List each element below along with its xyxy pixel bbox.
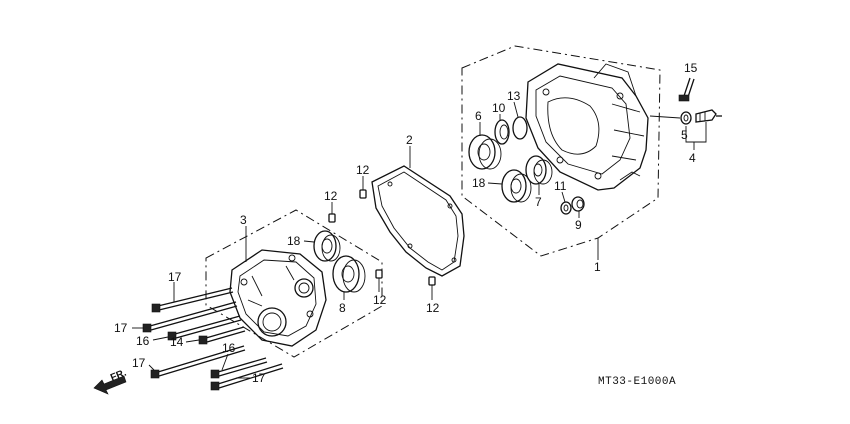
callout-2: 2 bbox=[406, 133, 413, 147]
callout-12-cover: 12 bbox=[324, 189, 338, 203]
callout-1: 1 bbox=[594, 260, 601, 274]
bearing-18-upper bbox=[501, 169, 532, 203]
dowel-pin-upper bbox=[359, 189, 367, 199]
callout-8: 8 bbox=[339, 301, 346, 315]
callout-5: 5 bbox=[681, 128, 688, 142]
bolt-17-bottom bbox=[210, 363, 284, 391]
leader-18b bbox=[303, 240, 315, 243]
switch-4 bbox=[695, 109, 722, 123]
bearing-7 bbox=[525, 155, 553, 185]
leader-17c bbox=[148, 364, 155, 371]
bearing-6 bbox=[468, 134, 502, 170]
circlip-13 bbox=[512, 116, 528, 140]
callout-11: 11 bbox=[554, 179, 567, 193]
callout-10: 10 bbox=[492, 101, 506, 115]
bolt-17-top bbox=[151, 287, 234, 313]
leader-11 bbox=[561, 191, 566, 203]
drawing-code: MT33-E1000A bbox=[598, 376, 676, 388]
callout-4: 4 bbox=[689, 151, 696, 165]
bolt-16-left bbox=[167, 315, 242, 341]
transmission-cover bbox=[229, 249, 327, 347]
callout-13: 13 bbox=[507, 89, 521, 103]
callout-14: 14 bbox=[170, 335, 184, 349]
bolt-15 bbox=[678, 77, 695, 102]
callout-12-mid: 12 bbox=[373, 293, 387, 307]
callout-3: 3 bbox=[240, 213, 247, 227]
callout-16-left: 16 bbox=[136, 334, 150, 348]
seal-10 bbox=[494, 119, 510, 145]
leader-4-bracket bbox=[685, 122, 707, 143]
bearing-18-lower bbox=[313, 230, 341, 262]
bolt-14 bbox=[198, 326, 246, 345]
dowel-pin-mid bbox=[375, 269, 383, 279]
callout-18-lower: 18 bbox=[287, 234, 301, 248]
callout-15: 15 bbox=[684, 61, 698, 75]
callout-18-upper: 18 bbox=[472, 176, 486, 190]
seal-9 bbox=[571, 196, 585, 212]
callout-12-lower: 12 bbox=[426, 301, 440, 315]
bearing-8 bbox=[332, 255, 366, 293]
callout-labels: 1 2 3 4 5 6 7 8 9 10 11 12 12 12 12 13 1… bbox=[114, 61, 698, 385]
leader-14 bbox=[185, 339, 200, 343]
callout-16-lower: 16 bbox=[222, 341, 236, 355]
callout-9: 9 bbox=[575, 218, 582, 232]
callout-12-upper: 12 bbox=[356, 163, 370, 177]
transmission-case bbox=[525, 63, 649, 191]
dowel-pin-cover bbox=[328, 213, 336, 223]
leader-5-case bbox=[649, 115, 681, 119]
callout-17-bottom: 17 bbox=[252, 371, 266, 385]
bolt-17-mid bbox=[150, 345, 246, 379]
collar-11 bbox=[560, 201, 572, 215]
front-direction-marker: FR. bbox=[93, 367, 128, 395]
dowel-pin-lower bbox=[428, 276, 436, 286]
case-assembly-outline bbox=[461, 45, 661, 257]
callout-7: 7 bbox=[535, 195, 542, 209]
leader-16b bbox=[221, 353, 229, 371]
callout-6: 6 bbox=[475, 109, 482, 123]
leader-13 bbox=[513, 101, 519, 118]
washer-5 bbox=[680, 111, 692, 125]
bolt-17-left bbox=[142, 301, 238, 333]
cover-assembly-outline bbox=[205, 209, 383, 358]
gasket bbox=[371, 165, 465, 277]
bolt-16-lower bbox=[210, 357, 268, 379]
callout-17-top: 17 bbox=[168, 270, 182, 284]
callout-17-left: 17 bbox=[114, 321, 128, 335]
callout-17-mid: 17 bbox=[132, 356, 146, 370]
leader-18a bbox=[487, 182, 503, 185]
leader-16a bbox=[152, 336, 169, 341]
